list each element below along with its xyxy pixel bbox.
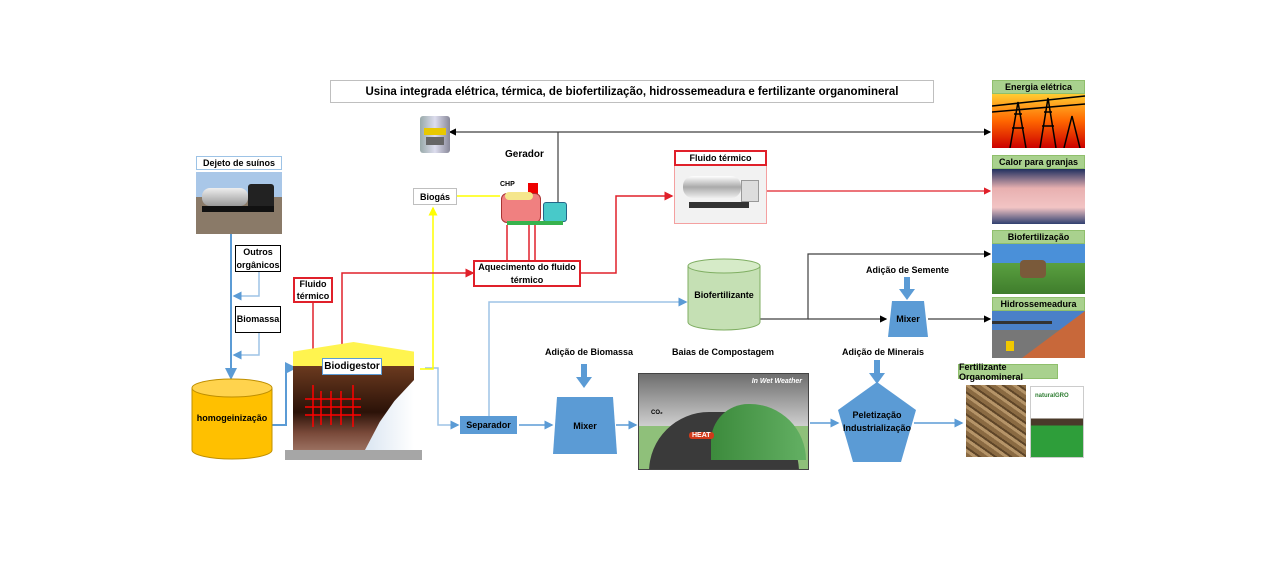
flow-outros [232,272,260,301]
biodigestor-image [285,330,422,460]
peletizacao-pentagon [838,382,916,462]
compost-image: In Wet Weather CO₂ HEAT [638,373,809,470]
mixer-1 [553,397,617,454]
flow-biodig-separador [425,367,460,430]
box-biomassa: Biomassa [235,306,281,333]
electric-panel-icon [420,116,450,153]
label-co2: CO₂ [651,410,663,416]
box-fluido-termico: Fluido térmico [293,277,333,303]
label-homogeneizacao: homogeinização [196,413,268,423]
label-biofertilizante: Biofertilizante [694,290,754,300]
flow-homog-biodig [272,362,297,426]
tanker-image [674,166,767,224]
pellets-image [966,385,1026,457]
label-biodigestor: Biodigestor [322,358,382,375]
label-mixer-1: Mixer [573,421,597,431]
label-gerador: Gerador [505,149,544,160]
box-biogas: Biogás [413,188,457,205]
label-wet-weather: In Wet Weather [751,378,802,385]
header-fertilizante: Fertilizante Organomineral [958,362,1058,382]
hidrossemeadura-image [992,311,1085,358]
box-aquecimento: Aquecimento do fluido térmico [473,260,581,287]
label-adicao-semente: Adição de Semente [866,265,950,275]
truck-image [196,172,282,234]
biofertilizante-tank [687,258,761,331]
arrow-adicao-semente [899,277,915,300]
box-outros-organicos: Outros orgânicos [235,245,281,272]
header-biofertilizacao: Biofertilização [992,230,1085,244]
label-bag-brand: naturalGRO [1035,393,1069,399]
arrow-adicao-biomassa [576,364,592,388]
header-energia: Energia elétrica [992,80,1085,94]
flow-fluido-aquec [341,268,475,345]
energia-image [992,94,1085,148]
calor-image [992,169,1085,224]
flow-biomassa [232,333,260,360]
homogeneizacao-tank [191,378,273,460]
header-hidrossemeadura: Hidrossemeadura [992,297,1085,311]
label-adicao-minerais: Adição de Minerais [842,347,925,357]
box-separador: Separador [460,416,517,434]
arrow-adicao-minerais [869,360,885,384]
flow-separador-biofert [488,297,688,416]
label-chp: CHP [500,181,515,188]
biofertilizacao-image [992,244,1085,294]
label-fluido-termico-truck: Fluido térmico [674,150,767,166]
header-calor: Calor para granjas [992,155,1085,169]
chp-generator-icon [499,183,571,228]
label-dejeto: Dejeto de suínos [196,156,282,170]
diagram-title: Usina integrada elétrica, térmica, de bi… [330,80,934,103]
label-heat: HEAT [689,432,714,439]
label-mixer-2: Mixer [896,314,920,324]
fertilizer-bag-image: naturalGRO [1030,386,1084,458]
flow-biofert-out [760,250,992,320]
flow-aquec-truck [581,191,674,274]
flow-biogas [420,206,438,370]
label-adicao-biomassa: Adição de Biomassa [545,347,634,357]
label-baias: Baias de Compostagem [671,347,775,357]
label-peletizacao: Peletização Industrialização [842,410,912,433]
mixer-2 [888,301,928,337]
